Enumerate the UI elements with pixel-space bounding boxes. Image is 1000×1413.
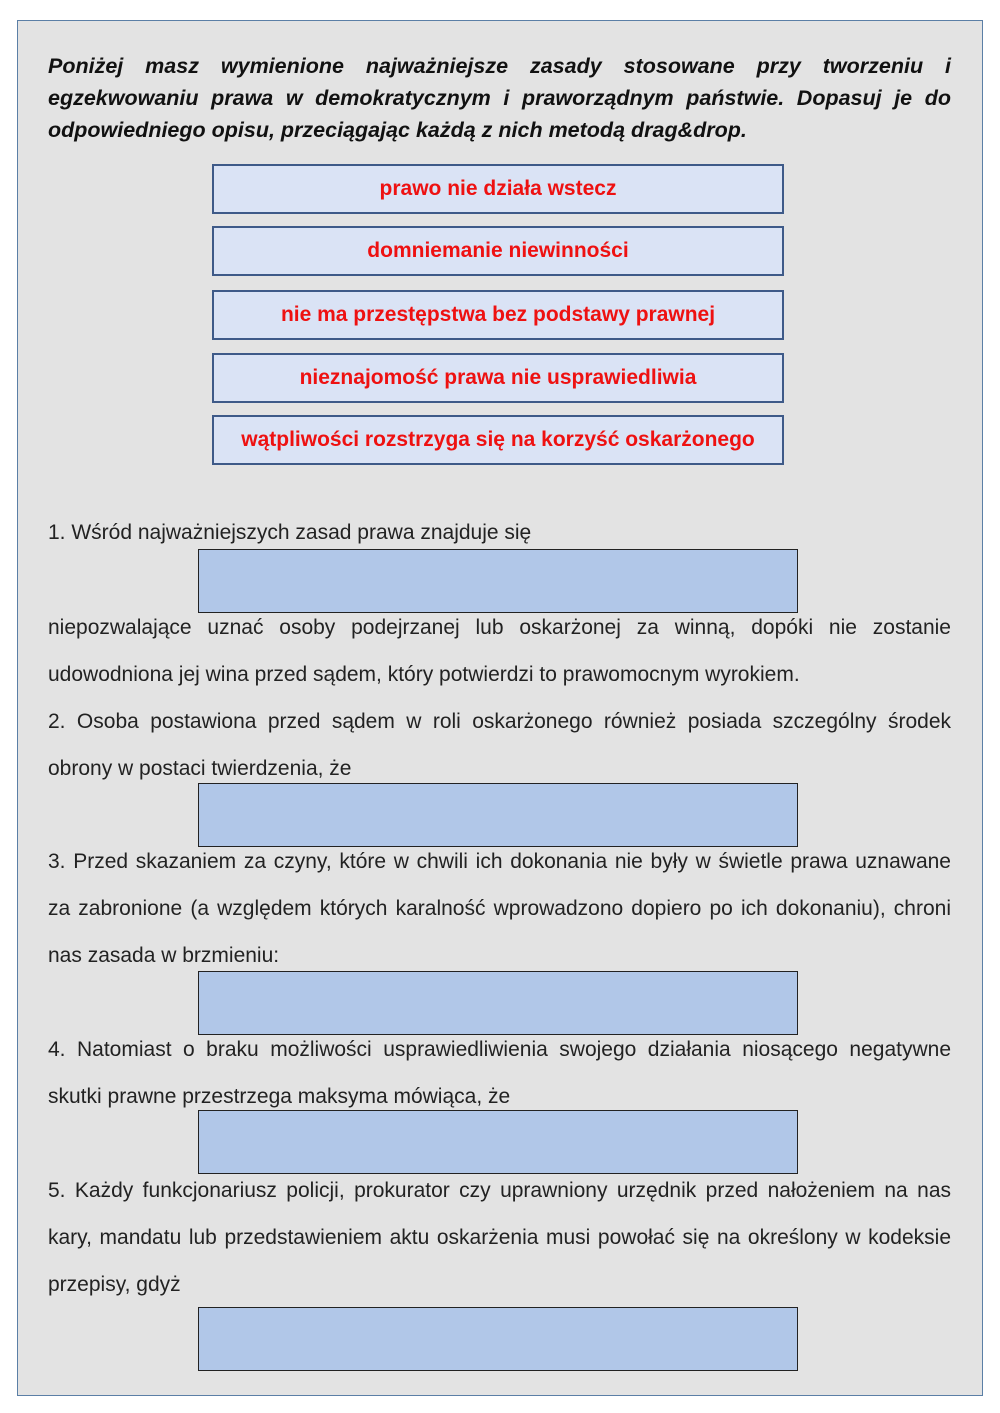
drop-zone-2[interactable] bbox=[198, 783, 798, 847]
instructions-text: Poniżej masz wymienione najważniejsze za… bbox=[48, 54, 951, 142]
answer-tile-no-crime-without-law[interactable]: nie ma przestępstwa bez podstawy prawnej bbox=[212, 290, 784, 340]
drop-zone-1[interactable] bbox=[198, 549, 798, 613]
question-1-continuation: niepozwalające uznać osoby podejrzanej l… bbox=[48, 616, 951, 686]
answer-tile-ex-post-facto[interactable]: prawo nie działa wstecz bbox=[212, 164, 784, 214]
question-2-text: 2. Osoba postawiona przed sądem w roli o… bbox=[48, 710, 951, 780]
drop-zone-4[interactable] bbox=[198, 1110, 798, 1174]
question-4-text: 4. Natomiast o braku możliwości usprawie… bbox=[48, 1038, 951, 1108]
question-3-text: 3. Przed skazaniem za czyny, które w chw… bbox=[48, 850, 951, 967]
answer-tile-presumption-of-innocence[interactable]: domniemanie niewinności bbox=[212, 226, 784, 276]
answer-tile-benefit-of-doubt[interactable]: wątpliwości rozstrzyga się na korzyść os… bbox=[212, 415, 784, 465]
answer-tile-ignorance-of-law[interactable]: nieznajomość prawa nie usprawiedliwia bbox=[212, 353, 784, 403]
drop-zone-3[interactable] bbox=[198, 971, 798, 1035]
question-5-text: 5. Każdy funkcjonariusz policji, prokura… bbox=[48, 1179, 951, 1296]
drop-zone-5[interactable] bbox=[198, 1307, 798, 1371]
question-1-text: 1. Wśród najważniejszych zasad prawa zna… bbox=[48, 521, 532, 544]
